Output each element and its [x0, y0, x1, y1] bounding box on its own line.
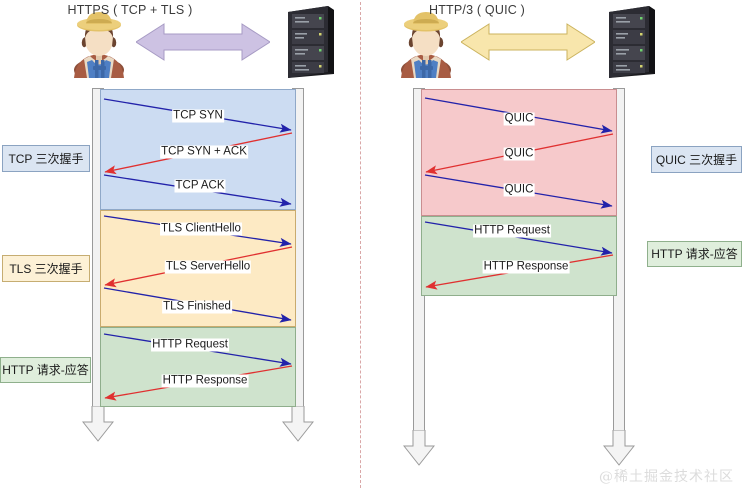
server-actor-left [278, 4, 340, 78]
farmer-user-icon [74, 12, 124, 82]
server-rack-icon [288, 6, 334, 78]
client-actor-left [68, 4, 130, 82]
msg-label-tcp-ack: TCP ACK [174, 179, 226, 193]
watermark-text: @稀土掘金技术社区 [599, 469, 734, 485]
annotation-tls-handshake: TLS 三次握手 [2, 255, 90, 282]
http3-protocol-label: HTTP/3 ( QUIC ) [428, 3, 526, 17]
https-message-arrows [103, 98, 293, 401]
msg-label-tls-clienthello: TLS ClientHello [160, 222, 242, 236]
msg-label-quic-2: QUIC [503, 147, 535, 161]
msg-label-http-request-quic: HTTP Request [473, 224, 551, 238]
https-protocol-label: HTTPS ( TCP + TLS ) [67, 3, 193, 17]
https-header: HTTPS ( TCP + TLS ) [0, 0, 371, 82]
panel-divider [360, 2, 361, 488]
client-lifeline-end-arrow-right [402, 429, 436, 466]
annotation-http-exchange-quic: HTTP 请求-应答 [647, 241, 742, 267]
http3-panel: HTTP/3 ( QUIC ) [371, 0, 742, 492]
farmer-user-icon [401, 12, 451, 82]
https-sequence-stage: TCP SYN TCP SYN + ACK TCP ACK TLS Client… [0, 88, 315, 442]
http3-sequence-stage: QUIC QUIC QUIC HTTP Request HTTP Respons… [371, 0, 742, 492]
server-lifeline-end-arrow-left [281, 405, 315, 442]
msg-label-quic-1: QUIC [503, 112, 535, 126]
annotation-http-exchange: HTTP 请求-应答 [0, 357, 91, 383]
annotation-tcp-handshake: TCP 三次握手 [2, 145, 90, 172]
client-actor-right [395, 4, 457, 82]
msg-label-http-request: HTTP Request [151, 338, 229, 352]
msg-label-tls-serverhello: TLS ServerHello [164, 260, 252, 274]
client-lifeline-end-arrow-left [81, 405, 115, 442]
server-rack-icon [609, 6, 655, 78]
server-actor-right [599, 4, 661, 78]
msg-label-tls-finished: TLS Finished [162, 300, 232, 314]
annotation-quic-handshake: QUIC 三次握手 [651, 146, 742, 173]
msg-label-tcp-syn-ack: TCP SYN + ACK [160, 145, 248, 159]
msg-label-http-response: HTTP Response [161, 374, 249, 388]
msg-label-http-response-quic: HTTP Response [482, 260, 570, 274]
msg-label-tcp-syn: TCP SYN [172, 109, 224, 123]
https-panel: HTTPS ( TCP + TLS ) [0, 0, 371, 442]
http3-header: HTTP/3 ( QUIC ) [371, 0, 742, 82]
server-lifeline-end-arrow-right [602, 429, 636, 466]
msg-label-quic-3: QUIC [503, 183, 535, 197]
